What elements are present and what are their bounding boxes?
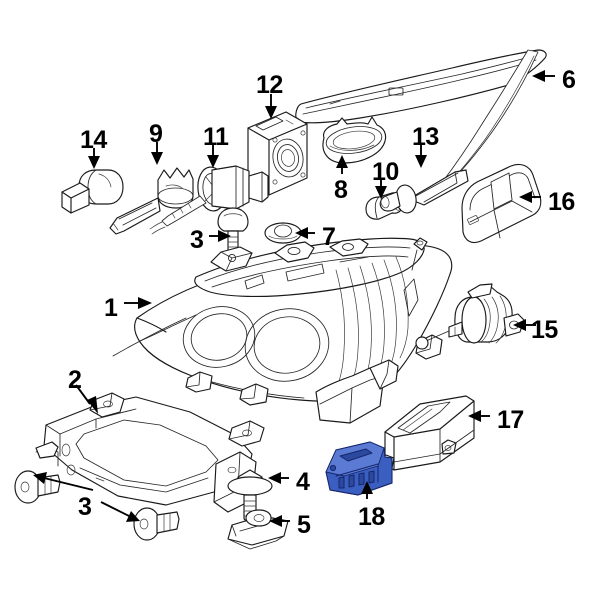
callout-4[interactable]: 4 [296, 468, 310, 496]
part-headlamp-leveling-motor[interactable] [415, 283, 525, 350]
part-headlamp-mounting-bracket[interactable] [35, 392, 265, 513]
callout-17[interactable]: 17 [497, 406, 524, 434]
callout-9[interactable]: 9 [149, 120, 163, 148]
callout-3-upper[interactable]: 3 [190, 226, 204, 254]
part-push-pin-clip[interactable] [379, 169, 469, 215]
callout-16[interactable]: 16 [548, 188, 575, 216]
leader-lines [33, 70, 555, 527]
callout-15[interactable]: 15 [531, 316, 558, 344]
part-headlamp-assembly[interactable] [112, 237, 453, 424]
callout-6[interactable]: 6 [562, 66, 576, 94]
callout-1[interactable]: 1 [104, 294, 118, 322]
part-bulb-socket[interactable] [61, 169, 124, 214]
part-halogen-bulb[interactable] [109, 167, 194, 235]
callout-10[interactable]: 10 [372, 158, 399, 186]
part-screw-bracket-right[interactable] [133, 507, 180, 541]
part-u-nut-clip[interactable] [227, 509, 289, 550]
callout-7[interactable]: 7 [322, 223, 336, 251]
part-bulb-access-cover[interactable] [247, 111, 308, 196]
part-headlamp-control-module[interactable] [325, 441, 393, 496]
part-hid-ballast[interactable] [379, 395, 475, 471]
part-upper-trim-molding[interactable] [295, 49, 547, 188]
callout-11[interactable]: 11 [203, 123, 229, 151]
callout-14[interactable]: 14 [80, 126, 107, 154]
part-xenon-bulb-igniter[interactable] [149, 165, 269, 235]
part-bulb-cover-gasket[interactable] [322, 116, 387, 164]
callout-18[interactable]: 18 [358, 503, 385, 531]
callout-3-lower[interactable]: 3 [78, 493, 92, 521]
callout-5[interactable]: 5 [297, 511, 311, 539]
part-seal-grommet[interactable] [264, 222, 302, 244]
part-headlamp-bracket-wedge[interactable] [461, 163, 542, 244]
callout-12[interactable]: 12 [256, 71, 283, 99]
callout-13[interactable]: 13 [412, 123, 439, 151]
callout-8[interactable]: 8 [334, 176, 348, 204]
part-screw-upper[interactable] [217, 207, 249, 256]
callout-2[interactable]: 2 [68, 366, 82, 394]
